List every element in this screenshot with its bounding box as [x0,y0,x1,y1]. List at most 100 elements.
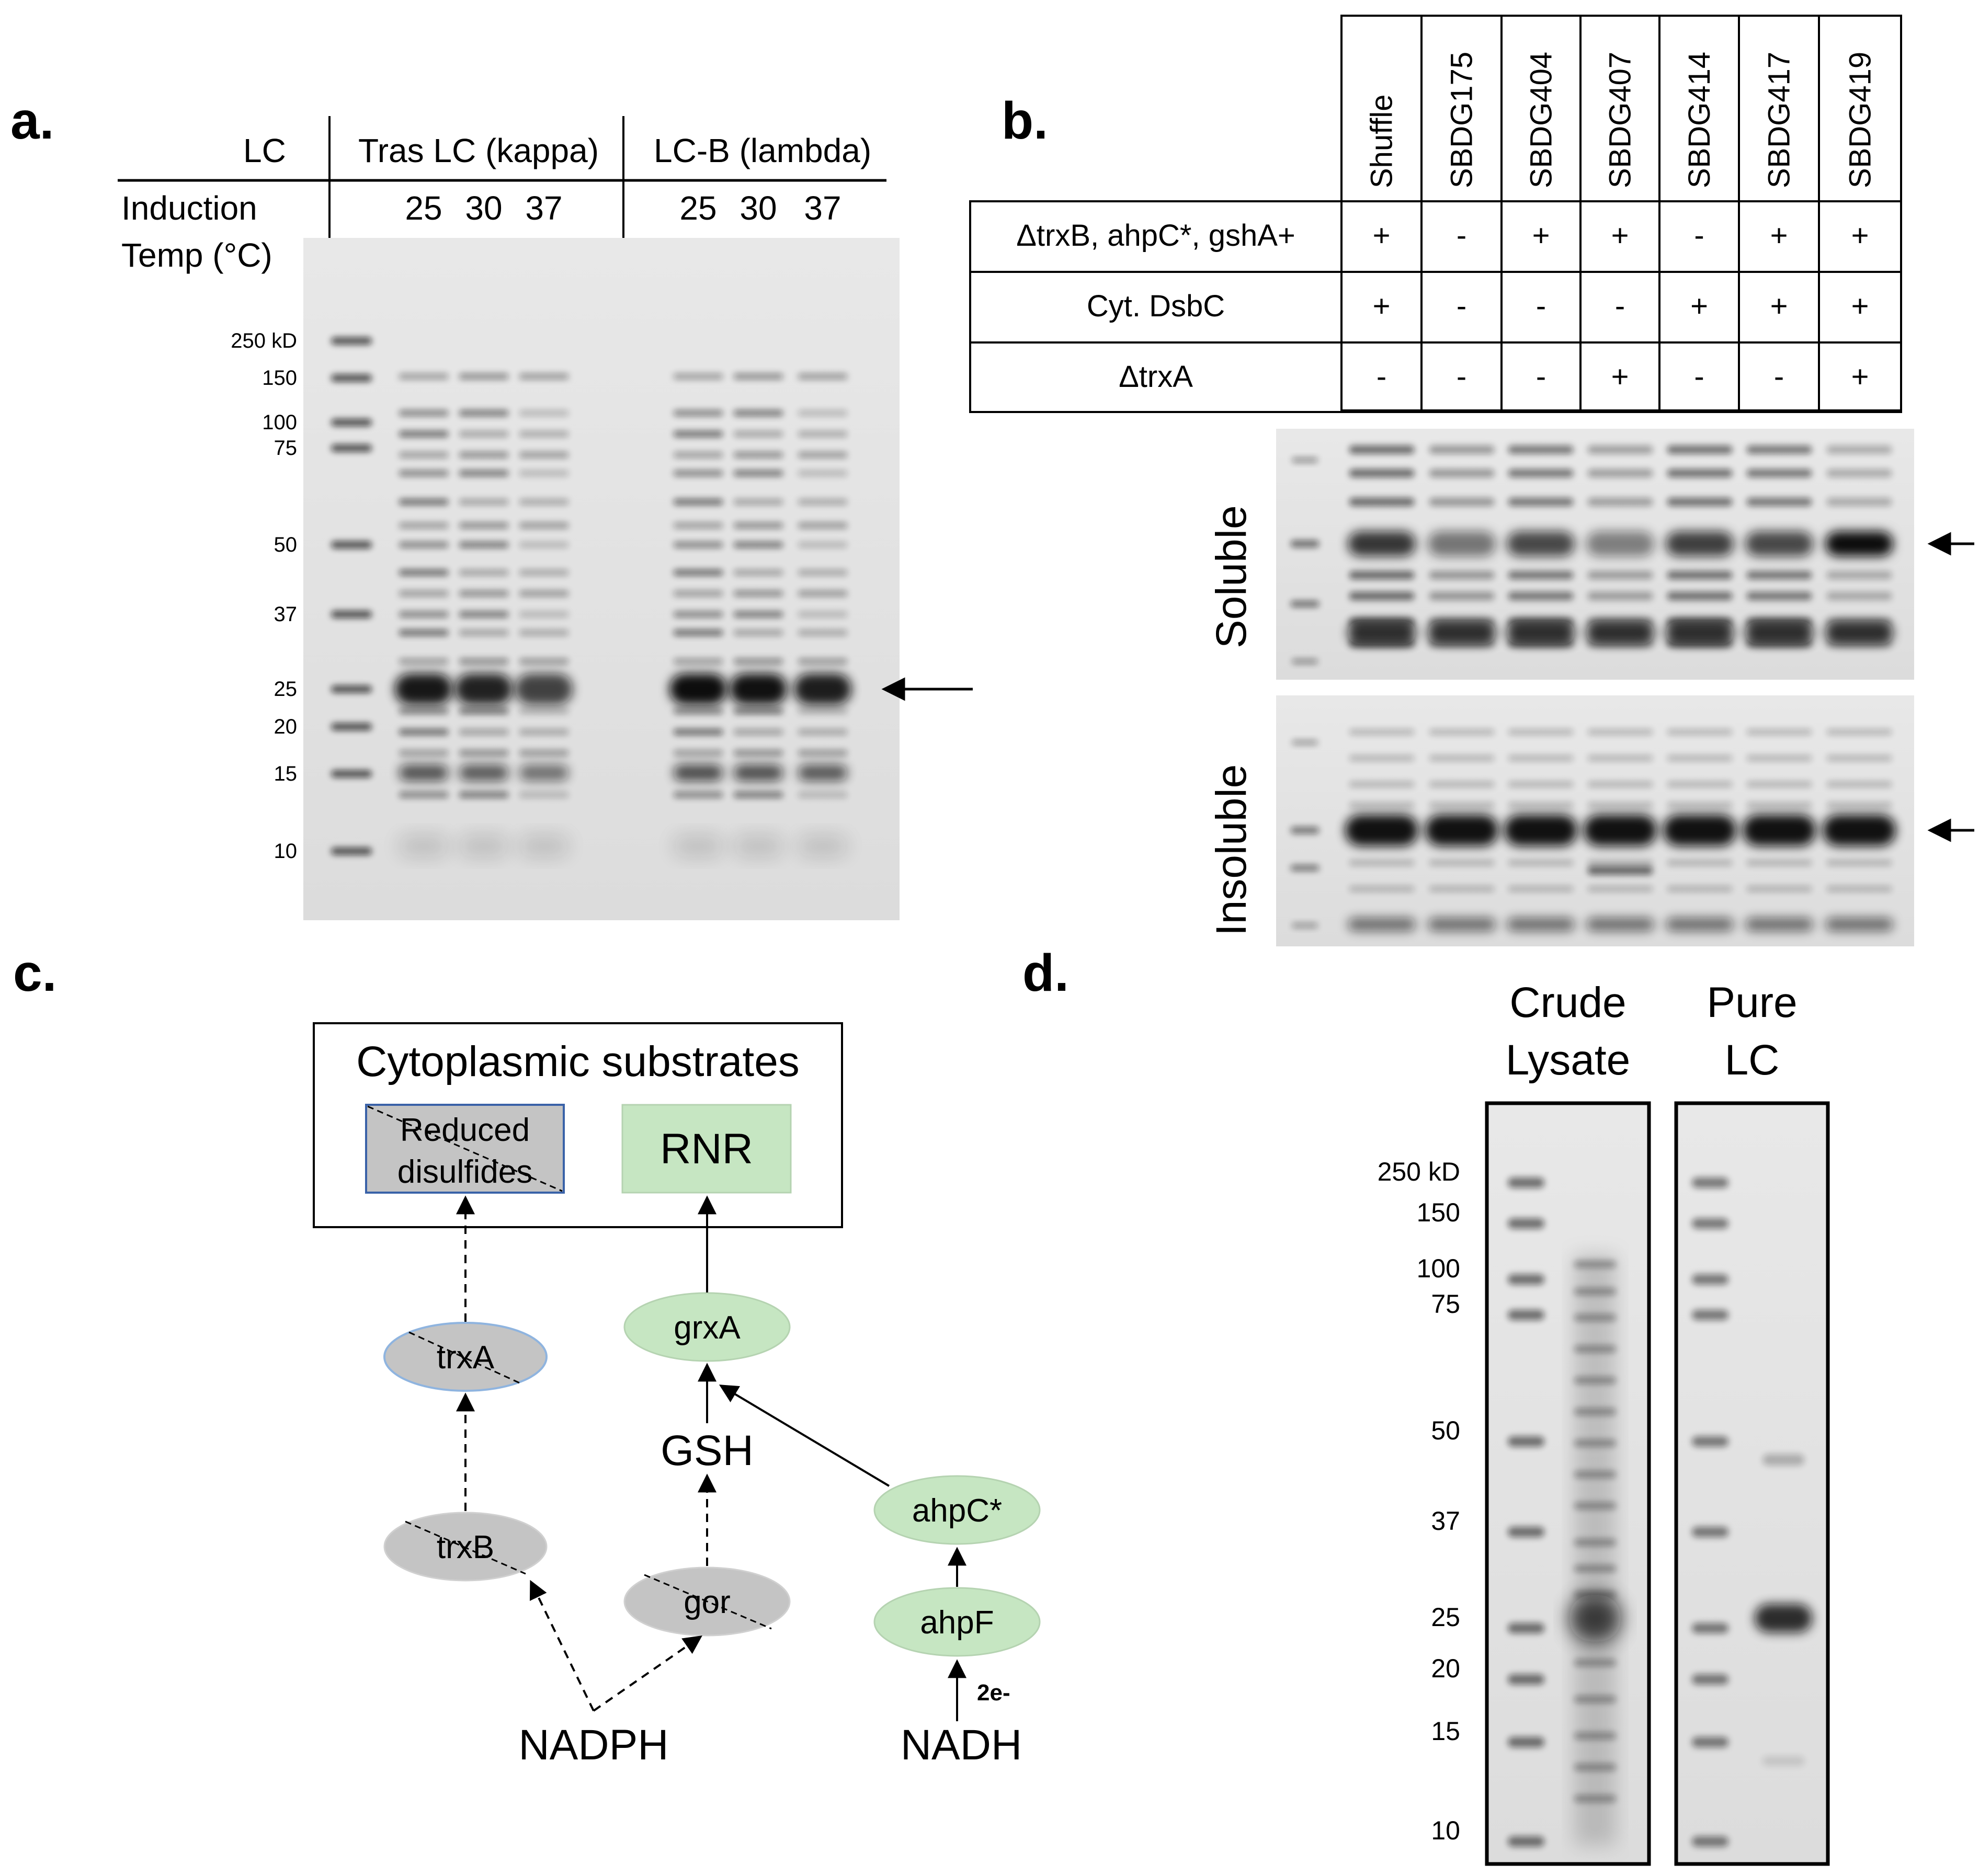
gel-b-insoluble: Insoluble [1208,695,1974,946]
lane-band [798,542,848,548]
cell-1-4: + [1690,289,1708,323]
insol-low-band [1586,918,1654,931]
sol-band [1508,592,1574,600]
lane-band [399,590,449,597]
sol-main-band [1428,531,1496,556]
crude-band [1574,1696,1616,1703]
table-rows: ΔtrxB, ahpC*, gshA++-++-++Cyt. DsbC+---+… [1016,219,1869,394]
gel-d-marker-label-8: 15 [1431,1717,1460,1746]
insol-band [1587,781,1653,787]
insol-low-band [1507,918,1575,931]
insoluble-label: Insoluble [1208,764,1255,936]
marker-band-0 [331,337,372,345]
sol-band [1826,592,1892,600]
lane-band [519,590,569,597]
lower-band [459,764,509,781]
pure-marker-band-2 [1692,1274,1728,1285]
pure-marker-band-6 [1692,1623,1728,1633]
sol-band [1826,445,1892,454]
gel-a-marker-lane [331,337,372,855]
lane-band [673,373,723,380]
temp-label-3: 25 [679,189,716,227]
insol-low-band [1666,918,1734,931]
strain-1: SBDG175 [1445,52,1479,188]
insol-band [1746,802,1812,808]
insol-band [1746,755,1812,761]
soluble-label: Soluble [1208,505,1255,648]
smear-band [519,836,569,856]
insol-main-band [1663,815,1736,846]
sol-band [1667,592,1733,600]
cell-1-5: + [1770,289,1788,323]
insol-marker [1290,827,1320,834]
panel-a-label: a. [10,91,54,150]
insol-marker [1290,865,1320,871]
lane-band [673,542,723,548]
pure-marker-band-9 [1692,1836,1728,1847]
strain-2: SBDG404 [1525,52,1559,188]
rnr-node [621,1104,792,1194]
lane-band [519,792,569,798]
cell-1-6: + [1851,289,1869,323]
insol-band [1429,802,1495,808]
trxB-strike [405,1520,526,1575]
sol-band [1667,571,1733,579]
gor-label: gor [684,1584,731,1620]
lane-band [519,522,569,529]
gel-a-marker-label-1: 150 [262,367,297,390]
lane-band [673,708,723,714]
lane-band [519,611,569,617]
box-title: Cytoplasmic substrates [356,1038,800,1085]
sol-marker [1290,601,1320,607]
header-kappa: Tras LC (kappa) [358,132,599,169]
insol-band [1349,755,1415,761]
lane-band [399,729,449,735]
insol-band [1826,755,1892,761]
marker-band-6 [331,685,372,693]
lane-band [519,658,569,665]
cell-2-4: - [1694,360,1704,394]
lane-band [673,470,723,476]
rnr-label: RNR [660,1125,753,1173]
gel-a-marker-label-7: 20 [274,715,298,738]
lane-band [459,708,509,714]
lane-band [733,708,783,714]
insol-band [1587,886,1653,892]
lane-band [459,590,509,597]
lower-band [519,764,569,781]
strain-3: SBDG407 [1603,52,1637,188]
sol-band [1349,571,1415,579]
sol-low-band [1507,621,1575,644]
gel-d-pure [1674,1101,1830,1866]
lane-band [733,410,783,416]
smear-band [798,836,848,856]
lane-band [519,542,569,548]
insol-band [1667,781,1733,787]
gel-b-insoluble-bands [1290,729,1896,931]
lower-band [399,764,449,781]
lane-band [798,499,848,505]
insol-band [1508,886,1574,892]
insol-band [1508,729,1574,735]
crude-marker-band-9 [1508,1836,1544,1847]
strain-4: SBDG414 [1682,52,1716,188]
lane-band [733,658,783,665]
lane-band [673,658,723,665]
panel-d-label: d. [1022,944,1069,1002]
lane-band [459,658,509,665]
crude-band [1574,1314,1616,1321]
insol-band [1587,729,1653,735]
lc-band [794,673,851,705]
pure-marker-band-3 [1692,1310,1728,1320]
insol-main-band [1504,815,1577,846]
sol-main-band [1507,531,1575,556]
gel-a-marker-label-6: 25 [274,678,298,701]
marker-band-2 [331,419,372,426]
arrow-ahpC-to-grxA [719,1385,890,1487]
lane-band [733,590,783,597]
crude-marker-band-6 [1508,1623,1544,1633]
lane-band [733,611,783,617]
crude-band [1574,1659,1616,1666]
